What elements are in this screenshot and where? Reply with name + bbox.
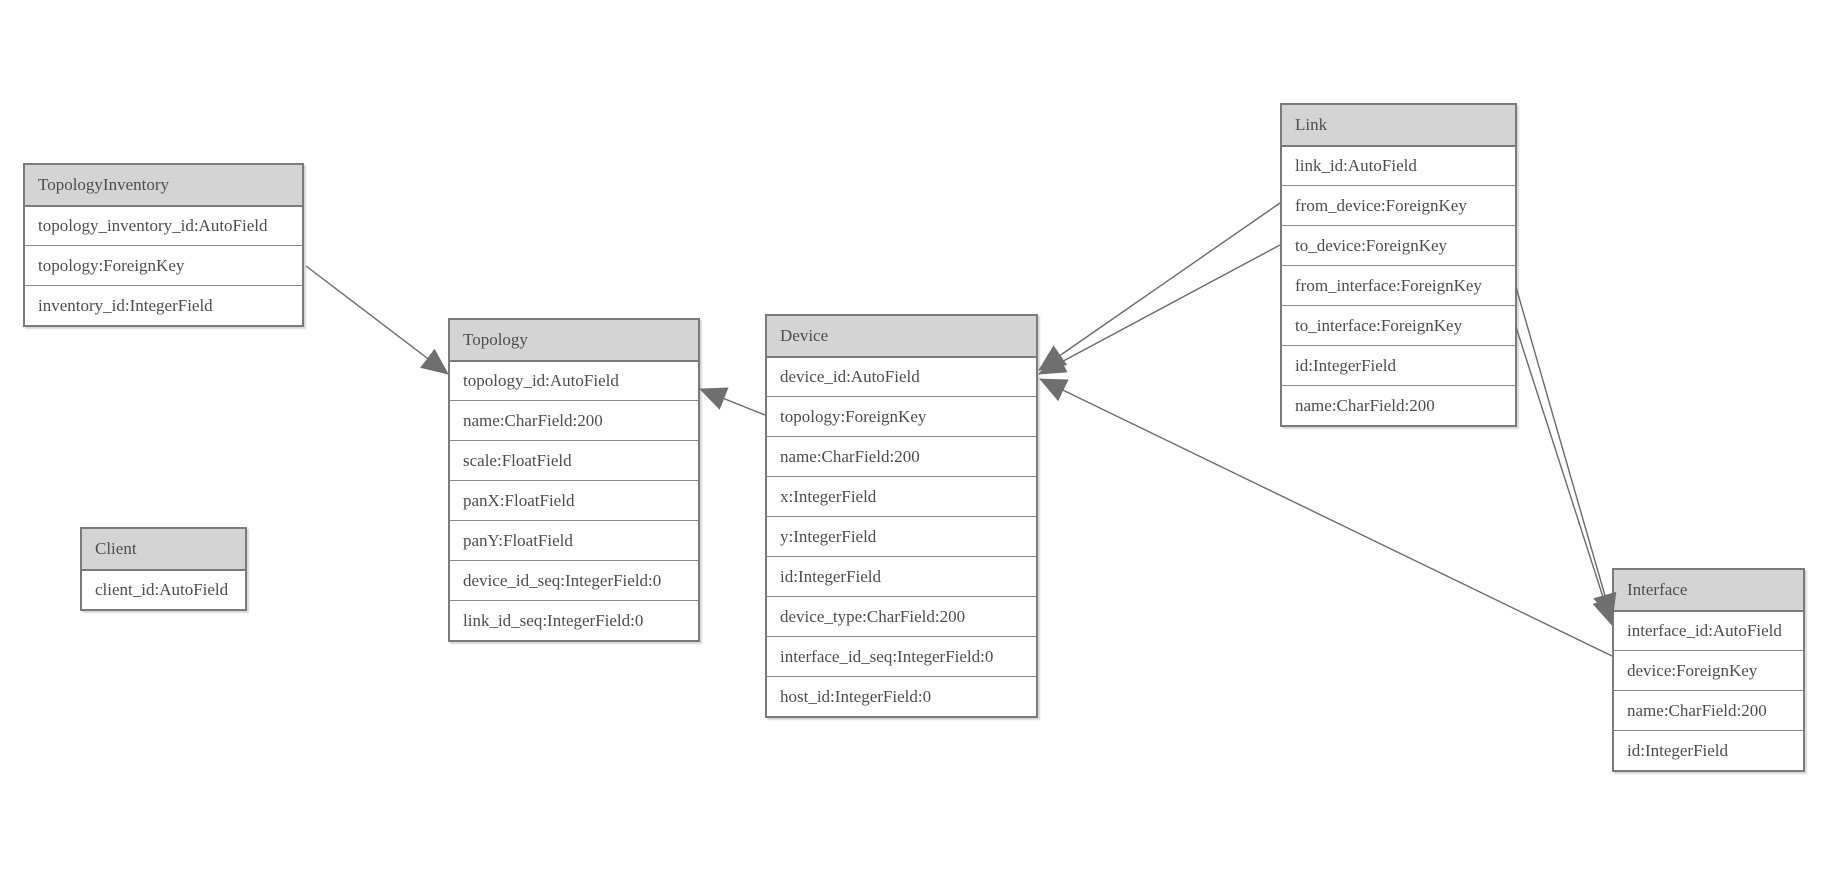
field-row: topology_id:AutoField [450,360,698,400]
field-row: from_device:ForeignKey [1282,185,1515,225]
entity-title: Link [1282,105,1515,145]
field-row: name:CharField:200 [1614,690,1803,730]
field-row: interface_id:AutoField [1614,610,1803,650]
field-row: from_interface:ForeignKey [1282,265,1515,305]
field-row: inventory_id:IntegerField [25,285,302,325]
entity-title: Device [767,316,1036,356]
field-row: device_id_seq:IntegerField:0 [450,560,698,600]
field-row: panX:FloatField [450,480,698,520]
field-row: link_id_seq:IntegerField:0 [450,600,698,640]
field-row: id:IntegerField [1282,345,1515,385]
field-row: x:IntegerField [767,476,1036,516]
field-row: scale:FloatField [450,440,698,480]
entity-title: TopologyInventory [25,165,302,205]
field-row: device_type:CharField:200 [767,596,1036,636]
field-row: id:IntegerField [767,556,1036,596]
field-row: device_id:AutoField [767,356,1036,396]
relation-device-topology-to-topology [699,387,766,416]
relation-link-to_interface-to-interface [1515,326,1616,626]
relation-link-from_device-to-device [1038,202,1281,371]
entity-title: Interface [1614,570,1803,610]
relation-link-from_interface-to-interface [1515,286,1617,621]
field-row: interface_id_seq:IntegerField:0 [767,636,1036,676]
entity-title: Client [82,529,245,569]
field-row: host_id:IntegerField:0 [767,676,1036,716]
field-row: name:CharField:200 [767,436,1036,476]
field-row: id:IntegerField [1614,730,1803,770]
field-row: topology_inventory_id:AutoField [25,205,302,245]
relation-link-to_device-to-device [1038,244,1281,375]
field-row: name:CharField:200 [1282,385,1515,425]
field-row: client_id:AutoField [82,569,245,609]
field-row: to_interface:ForeignKey [1282,305,1515,345]
relation-topologyinventory-topology-to-topology [305,265,449,375]
field-row: link_id:AutoField [1282,145,1515,185]
entity-title: Topology [450,320,698,360]
field-row: topology:ForeignKey [25,245,302,285]
field-row: topology:ForeignKey [767,396,1036,436]
field-row: name:CharField:200 [450,400,698,440]
field-row: panY:FloatField [450,520,698,560]
field-row: device:ForeignKey [1614,650,1803,690]
field-row: y:IntegerField [767,516,1036,556]
field-row: to_device:ForeignKey [1282,225,1515,265]
